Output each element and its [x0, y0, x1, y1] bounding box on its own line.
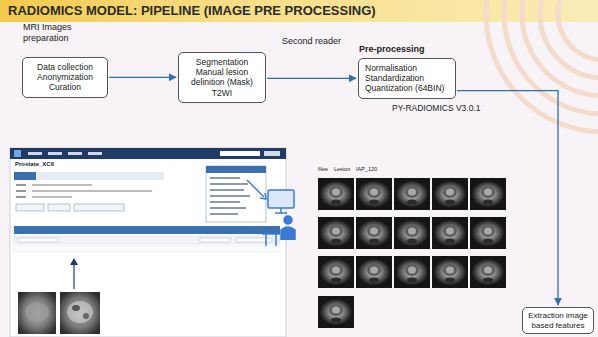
platform-screenshot-part: [206, 166, 266, 173]
box-heading: MRI Images preparation: [23, 22, 103, 44]
prostate-thumbnails-part: [83, 313, 89, 319]
process-box: MRI Images preparationData collection An…: [22, 57, 108, 98]
prostate-thumbnails-part: [67, 301, 93, 323]
platform-screenshot-part: [16, 190, 26, 192]
platform-screenshot-part: [48, 152, 62, 155]
platform-screenshot-part: [10, 148, 286, 337]
project-name: Prostate_XC6: [15, 161, 54, 168]
box-text: Data collection Anonymization Curation: [27, 62, 103, 93]
mri-slice-grid-part: [432, 178, 468, 210]
mri-slice-grid-part: [432, 217, 468, 249]
process-box: Segmentation Manual lesion delinition (M…: [178, 52, 266, 103]
reader-icon-part: [275, 234, 277, 246]
library-label: PY-RADIOMICS V3.0.1: [392, 103, 481, 113]
mri-slice-grid-part: [394, 217, 430, 249]
upload-arrow-part: [70, 258, 78, 265]
reader-icon-part: [262, 233, 280, 235]
mri-slice-grid-part: [356, 178, 392, 210]
mri-slice-grid-part: [394, 256, 430, 288]
platform-screenshot-part: [18, 238, 58, 242]
platform-screenshot-part: [14, 246, 280, 252]
platform-screenshot-part: [16, 204, 44, 211]
platform-screenshot-part: [74, 204, 124, 211]
platform-screenshot-part: [88, 152, 102, 155]
platform-screenshot-part: [210, 189, 244, 191]
mri-slice-grid-part: [470, 178, 506, 210]
platform-screenshot-part: [32, 184, 92, 186]
reader-icon-part: [281, 227, 295, 240]
platform-screenshot-part: [264, 151, 280, 156]
prostate-thumbnails-part: [60, 292, 100, 334]
decorative-arcs-part: [558, 0, 598, 60]
diagram-title: RADIOMICS MODEL: PIPELINE (IMAGE PRE PRO…: [8, 3, 376, 19]
reader-icon-part: [265, 234, 267, 246]
edge-label: Second reader: [280, 36, 343, 47]
platform-screenshot-part: [210, 177, 240, 179]
platform-screenshot-part: [32, 190, 152, 192]
flow-arrow: [457, 91, 558, 305]
prostate-thumbnails-part: [25, 302, 49, 322]
reader-icon-part: [268, 190, 294, 208]
platform-screenshot: [10, 148, 286, 337]
box-heading: Pre-processing: [359, 44, 455, 55]
box-text: Normalisation Standardization Quantizati…: [365, 63, 449, 94]
decorative-arcs-part: [540, 0, 598, 78]
platform-screenshot-part: [210, 207, 246, 209]
viewer-tab: IAP_120: [356, 166, 377, 173]
platform-screenshot-part: [16, 196, 26, 198]
upload-arrow: [70, 258, 78, 289]
box-text: Segmentation Manual lesion delinition (M…: [183, 57, 261, 98]
platform-screenshot-part: [68, 152, 82, 155]
platform-screenshot-part: [14, 226, 280, 234]
reader-icon: [247, 180, 295, 246]
platform-screenshot-part: [28, 152, 42, 155]
decorative-arcs-part: [486, 0, 598, 132]
mri-slice-grid-part: [318, 178, 354, 210]
platform-screenshot-part: [16, 184, 26, 186]
reader-icon-part: [275, 212, 287, 214]
mri-slice-grid-part: [356, 217, 392, 249]
platform-screenshot-part: [210, 195, 250, 197]
platform-screenshot-part: [10, 148, 286, 159]
platform-screenshot-part: [14, 150, 21, 157]
platform-screenshot-part: [14, 172, 36, 180]
platform-screenshot-part: [220, 151, 260, 156]
reader-icon-part: [260, 193, 266, 199]
platform-screenshot-part: [200, 238, 230, 242]
box-text: Extraction image based features: [526, 311, 590, 330]
platform-screenshot-part: [210, 183, 248, 185]
reader-icon-part: [284, 216, 292, 224]
viewer-tab: files: [318, 166, 328, 173]
platform-screenshot-part: [14, 172, 164, 180]
mri-slice-grid-part: [432, 256, 468, 288]
mri-slice-grid-part: [318, 296, 354, 328]
mri-slice-grid-part: [318, 217, 354, 249]
prostate-thumbnails-part: [18, 292, 56, 334]
platform-screenshot-part: [206, 166, 266, 222]
platform-screenshot-part: [48, 204, 70, 211]
reader-icon-part: [247, 180, 264, 197]
process-box: Pre-processingNormalisation Standardizat…: [358, 58, 456, 99]
mri-slice-grid-part: [318, 256, 354, 288]
upload-arrow-part: [73, 262, 74, 289]
platform-screenshot-part: [210, 213, 238, 215]
mri-slice-grid-part: [394, 178, 430, 210]
flow-arrow: [267, 78, 356, 79]
flow-arrow: [109, 77, 176, 78]
prostate-thumbnails: [18, 292, 100, 334]
platform-screenshot-part: [210, 201, 240, 203]
mri-slice-grid: [318, 178, 506, 328]
mri-slice-grid-part: [356, 256, 392, 288]
mri-slice-grid-part: [470, 217, 506, 249]
viewer-tab: Lesion: [334, 166, 350, 173]
output-box: Extraction image based features: [522, 307, 594, 334]
decorative-arcs: [486, 0, 598, 132]
platform-screenshot-part: [32, 196, 72, 198]
prostate-thumbnails-part: [72, 305, 80, 311]
platform-screenshot-part: [14, 236, 280, 244]
mri-slice-grid-part: [470, 256, 506, 288]
